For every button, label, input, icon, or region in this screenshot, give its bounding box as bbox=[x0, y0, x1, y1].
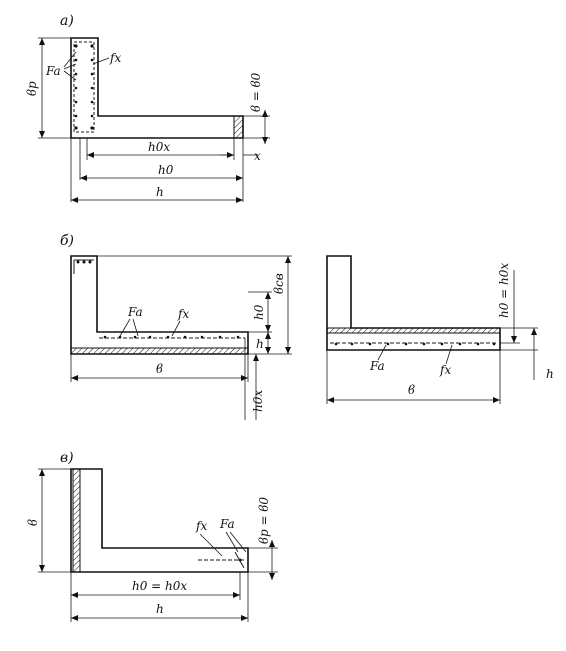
annot-b-left-Fa: Fa bbox=[127, 305, 143, 319]
dim-b-right-h-label: h bbox=[546, 367, 554, 381]
dim-h0x-label: h0x bbox=[148, 140, 170, 154]
dim-b-right-h0-eq-h0x-label: h0 = h0x bbox=[497, 263, 511, 318]
annot-v-fx: fx bbox=[195, 519, 207, 533]
annot-b-right-fx: fx bbox=[439, 363, 451, 377]
dim-h0x-vertical-label: h0x bbox=[251, 390, 265, 412]
annot-b-left-fx: fx bbox=[177, 307, 189, 321]
dim-v-bp-eq-b0-label: ϐp = ϐ0 bbox=[257, 497, 271, 544]
figure-b-label: б) bbox=[60, 233, 74, 249]
figure-a: a) ϐp Fa fx ϐ = ϐ0 bbox=[25, 13, 270, 203]
dim-b-eq-b0-label: ϐ = ϐ0 bbox=[249, 72, 263, 112]
figure-b-left-compression-zone bbox=[70, 347, 249, 355]
figure-v-compression-zone bbox=[72, 468, 81, 573]
figure-a-rebar-dots bbox=[74, 44, 94, 130]
figure-b-right-compression-zone bbox=[326, 327, 501, 334]
figure-v-label: в) bbox=[60, 450, 74, 466]
figure-a-compression-zone bbox=[233, 115, 244, 139]
figure-a-section-outline bbox=[70, 37, 244, 139]
figure-b-left-section: Fa fx ϐсв h0 h h0x ϐ bbox=[70, 255, 292, 420]
figure-b-right-rebar-dots bbox=[334, 342, 496, 346]
figure-b-left-outline bbox=[70, 255, 249, 355]
dim-bsv-label: ϐсв bbox=[272, 273, 286, 294]
dim-x-label: x bbox=[254, 149, 261, 163]
figure-b: б) Fa fx bbox=[60, 233, 554, 420]
figure-a-reinforcement-cage bbox=[73, 41, 95, 133]
annot-v-Fa: Fa bbox=[219, 517, 235, 531]
figure-v: в) fx Fa ϐ ϐp = ϐ0 h0 = h0x h bbox=[26, 450, 278, 622]
dim-v-h-label: h bbox=[156, 602, 164, 616]
dim-b-left-b-label: ϐ bbox=[156, 362, 163, 376]
dim-v-b-label: ϐ bbox=[26, 519, 40, 526]
dim-h0-label: h0 bbox=[158, 163, 174, 177]
figure-b-left-top-rebar bbox=[73, 259, 94, 274]
annot-b-right-Fa: Fa bbox=[369, 359, 385, 373]
figure-a-label: a) bbox=[60, 13, 74, 29]
dim-v-h0-eq-h0x-label: h0 = h0x bbox=[132, 579, 187, 593]
annot-fx: fx bbox=[109, 51, 121, 65]
dim-b-left-h0-label: h0 bbox=[252, 304, 266, 320]
dim-h-label: h bbox=[156, 185, 164, 199]
figure-v-rebar-dot bbox=[238, 558, 242, 562]
figure-b-right-outline bbox=[326, 255, 501, 351]
dim-b-left-h-label: h bbox=[256, 337, 264, 351]
dim-b-right-b-label: ϐ bbox=[408, 383, 415, 397]
figure-b-right-section: Fa fx h0 = h0x h ϐ bbox=[326, 255, 554, 404]
figure-b-left-rebar-dots bbox=[103, 335, 240, 339]
annot-Fa: Fa bbox=[45, 64, 61, 78]
dim-bp-label: ϐp bbox=[25, 81, 39, 96]
